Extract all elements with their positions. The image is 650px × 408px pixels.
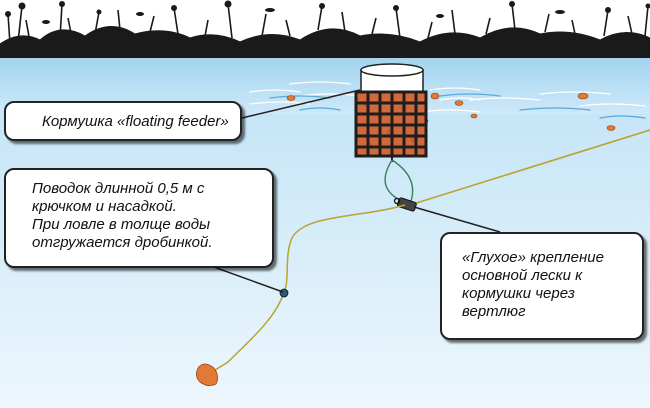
callout-leader-line-3: При ловле в толще воды xyxy=(32,216,211,233)
main-line xyxy=(409,129,650,206)
surface-ripples-dark xyxy=(269,93,646,119)
callout-leader-line-1: Поводок длинной 0,5 м с xyxy=(32,180,205,197)
callout-feeder-line-1: Кормушка «floating feeder» xyxy=(42,113,229,130)
callout-mount-line-3: кормушки через xyxy=(462,285,575,302)
feeder-pointer-line xyxy=(241,89,361,119)
callout-mount-line-4: вертлюг xyxy=(462,303,526,320)
mount-pointer-line xyxy=(413,206,501,233)
callout-mount-line-1: «Глухое» крепление xyxy=(462,249,604,266)
shore-vegetation xyxy=(0,0,650,59)
leader-line xyxy=(211,204,406,373)
callout-mount-line-2: основной лески к xyxy=(462,267,583,284)
bait-particles xyxy=(286,92,616,131)
split-shot xyxy=(279,288,289,298)
callout-feeder: Кормушка «floating feeder» xyxy=(4,101,242,141)
callout-leader-line-2: крючком и насадкой. xyxy=(32,198,177,215)
callout-leader: Поводок длинной 0,5 м с крючком и насадк… xyxy=(4,168,274,268)
callout-leader-line-4: отгружается дробинкой. xyxy=(32,234,213,251)
callout-mount: «Глухое» крепление основной лески к корм… xyxy=(440,232,644,340)
floating-feeder xyxy=(354,63,428,162)
hook-with-bait xyxy=(196,363,218,386)
